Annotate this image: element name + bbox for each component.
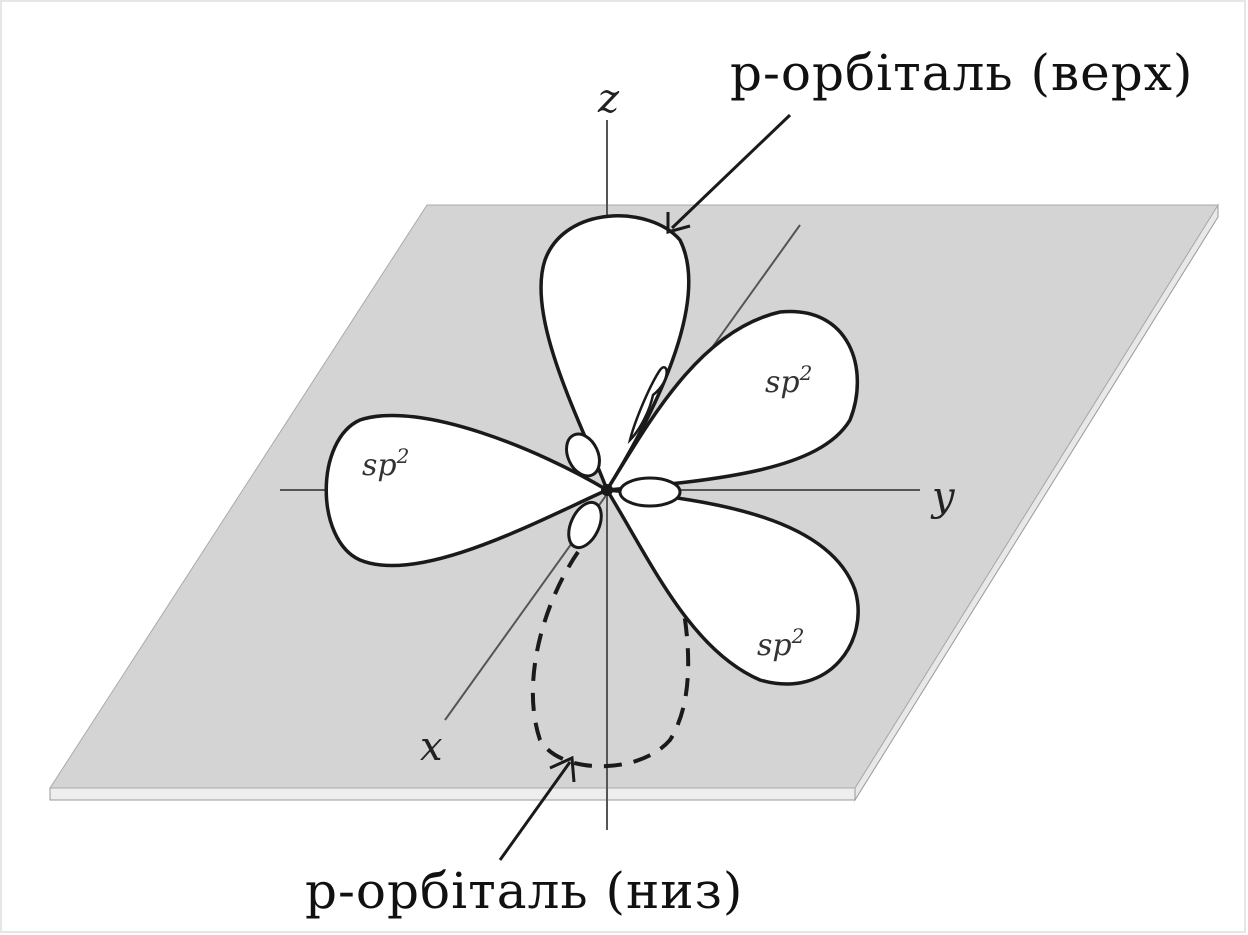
arrow-bottom-head <box>549 755 576 783</box>
arrow-bottom-line <box>498 761 572 861</box>
sp2-label-left: sp2 <box>362 444 409 483</box>
sp2-lobe-left <box>324 413 611 568</box>
small-lobe-lower-left <box>567 500 603 550</box>
p-orbital-bottom-caption: p-орбіталь (низ) <box>305 862 744 920</box>
y-axis-label: y <box>930 474 956 520</box>
small-lobe-upper-left <box>565 432 601 478</box>
sp2-label-lower-right: sp2 <box>757 624 804 663</box>
nucleus <box>601 484 613 496</box>
p-orbital-bottom-lobe <box>530 550 691 769</box>
arrow-top-head <box>666 212 691 234</box>
p-orbital-top-lobe <box>539 214 691 494</box>
plane-front-edge <box>49 787 856 801</box>
small-lobe-right <box>618 476 682 508</box>
sp2-lobe-upper-right <box>603 309 859 493</box>
x-axis-label: x <box>420 724 443 770</box>
p-orbital-top-caption: p-орбіталь (верх) <box>730 44 1194 102</box>
sp2-label-upper-right: sp2 <box>765 361 812 400</box>
small-lobe-back <box>627 366 668 445</box>
arrow-top-line <box>670 113 792 230</box>
z-axis-label: z <box>597 76 620 122</box>
sp2-lobe-lower-right <box>603 487 860 686</box>
